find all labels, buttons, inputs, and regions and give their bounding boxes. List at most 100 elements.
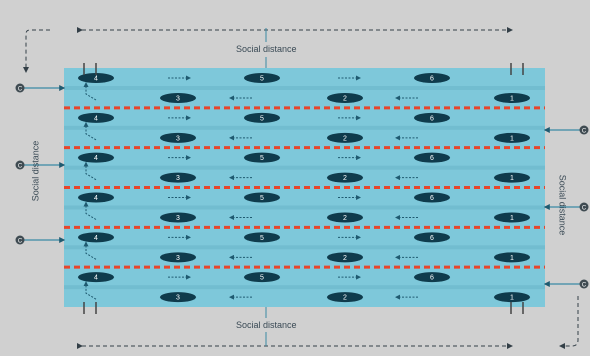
swimmer-number: 6 bbox=[430, 235, 434, 242]
swimmer-return bbox=[494, 132, 530, 143]
swimmer-return bbox=[327, 292, 363, 303]
swimmer-number: 3 bbox=[176, 96, 180, 103]
swimmer-number: 2 bbox=[343, 96, 347, 103]
swimmer-forward bbox=[78, 232, 114, 243]
swimmer-number: 5 bbox=[260, 235, 264, 242]
swimmer-number: 6 bbox=[430, 275, 434, 282]
swimmer-forward bbox=[414, 152, 450, 163]
swimmer-return bbox=[494, 93, 530, 103]
swimmer-number: 3 bbox=[176, 215, 180, 222]
swimmer-forward bbox=[414, 272, 450, 283]
swimmer-forward bbox=[244, 112, 280, 123]
swimmer-number: 5 bbox=[260, 76, 264, 83]
lane-band bbox=[64, 285, 545, 290]
swimmer-return bbox=[160, 93, 196, 103]
swimmer-number: 1 bbox=[510, 215, 514, 222]
swimmer-number: 5 bbox=[260, 115, 264, 122]
swimmer-number: 6 bbox=[430, 76, 434, 83]
swimmer-number: 6 bbox=[430, 115, 434, 122]
swimmer-forward bbox=[78, 152, 114, 163]
entry-path-bottom-right bbox=[559, 296, 579, 349]
swimmer-number: 5 bbox=[260, 195, 264, 202]
connector-marker-icon bbox=[579, 279, 589, 289]
lane-band bbox=[64, 165, 545, 170]
swimmer-return bbox=[160, 252, 196, 263]
swimmer-forward bbox=[244, 73, 280, 83]
swimmer-number: 4 bbox=[94, 155, 98, 162]
swimmer-number: 1 bbox=[510, 96, 514, 103]
swimmer-number: 4 bbox=[94, 115, 98, 122]
swimmer-number: 4 bbox=[94, 235, 98, 242]
swimmer-return bbox=[160, 132, 196, 143]
swimmer-number: 5 bbox=[260, 155, 264, 162]
swimmer-number: 6 bbox=[430, 155, 434, 162]
connector-marker-icon bbox=[15, 235, 25, 245]
turn-arrow bbox=[83, 82, 97, 101]
swimmer-return bbox=[494, 172, 530, 183]
swimmer-number: 1 bbox=[510, 255, 514, 262]
connector-marker-letter: C bbox=[18, 164, 23, 170]
swimmer-forward bbox=[414, 232, 450, 243]
swimmer-return bbox=[327, 172, 363, 183]
swimmer-return bbox=[160, 292, 196, 303]
connector-marker-letter: C bbox=[582, 206, 587, 212]
swimmer-return bbox=[327, 132, 363, 143]
social-distance-label-bottom: Social distance bbox=[236, 320, 297, 330]
swimmer-return bbox=[327, 252, 363, 263]
lane-band bbox=[64, 205, 545, 210]
swimmer-number: 5 bbox=[260, 275, 264, 282]
swimmer-return bbox=[160, 172, 196, 183]
lane-band bbox=[64, 125, 545, 130]
connector-marker-icon bbox=[579, 202, 589, 212]
swimmer-forward bbox=[244, 152, 280, 163]
swimmer-number: 2 bbox=[343, 255, 347, 262]
swimmer-number: 3 bbox=[176, 135, 180, 142]
swimmer-number: 2 bbox=[343, 175, 347, 182]
swimmer-number: 2 bbox=[343, 215, 347, 222]
social-distance-label-right: Social distance bbox=[557, 174, 568, 236]
lane-band bbox=[64, 245, 545, 250]
swimmer-number: 1 bbox=[510, 135, 514, 142]
swimmer-forward bbox=[244, 192, 280, 203]
swimmer-number: 3 bbox=[176, 295, 180, 302]
entry-path-top-left bbox=[23, 29, 50, 73]
swimmer-number: 1 bbox=[510, 295, 514, 302]
connector-marker-icon bbox=[15, 83, 25, 93]
swimmer-number: 4 bbox=[94, 195, 98, 202]
swimmer-return bbox=[327, 93, 363, 103]
connector-marker-icon bbox=[579, 125, 589, 135]
swimmer-forward bbox=[78, 272, 114, 283]
swimmer-number: 4 bbox=[94, 76, 98, 83]
turn-arrow bbox=[83, 161, 97, 181]
swimmer-number: 2 bbox=[343, 295, 347, 302]
turn-arrow bbox=[83, 281, 97, 300]
social-distance-label-top: Social distance bbox=[236, 44, 297, 54]
swimmer-number: 2 bbox=[343, 135, 347, 142]
connector-marker-letter: C bbox=[582, 129, 587, 135]
connector-marker-letter: C bbox=[18, 87, 23, 93]
swimmer-forward bbox=[414, 73, 450, 83]
swimmer-forward bbox=[414, 112, 450, 123]
swimmer-return bbox=[494, 212, 530, 223]
connector-marker-letter: C bbox=[582, 283, 587, 289]
swimmer-forward bbox=[78, 112, 114, 123]
connector-marker-icon bbox=[15, 160, 25, 170]
swimmer-forward bbox=[78, 192, 114, 203]
lane-band bbox=[64, 86, 545, 90]
swimmer-number: 3 bbox=[176, 175, 180, 182]
swimmer-return bbox=[494, 292, 530, 303]
swimmer-return bbox=[160, 212, 196, 223]
swimmer-forward bbox=[78, 73, 114, 83]
swimmer-number: 3 bbox=[176, 255, 180, 262]
social-distance-label-left: Social distance bbox=[30, 140, 41, 202]
connector-marker-letter: C bbox=[18, 239, 23, 245]
swimmer-return bbox=[494, 252, 530, 263]
swimmer-return bbox=[327, 212, 363, 223]
swimmer-forward bbox=[414, 192, 450, 203]
swimmer-number: 6 bbox=[430, 195, 434, 202]
swimmer-number: 4 bbox=[94, 275, 98, 282]
swimmer-forward bbox=[244, 232, 280, 243]
swimmer-number: 1 bbox=[510, 175, 514, 182]
